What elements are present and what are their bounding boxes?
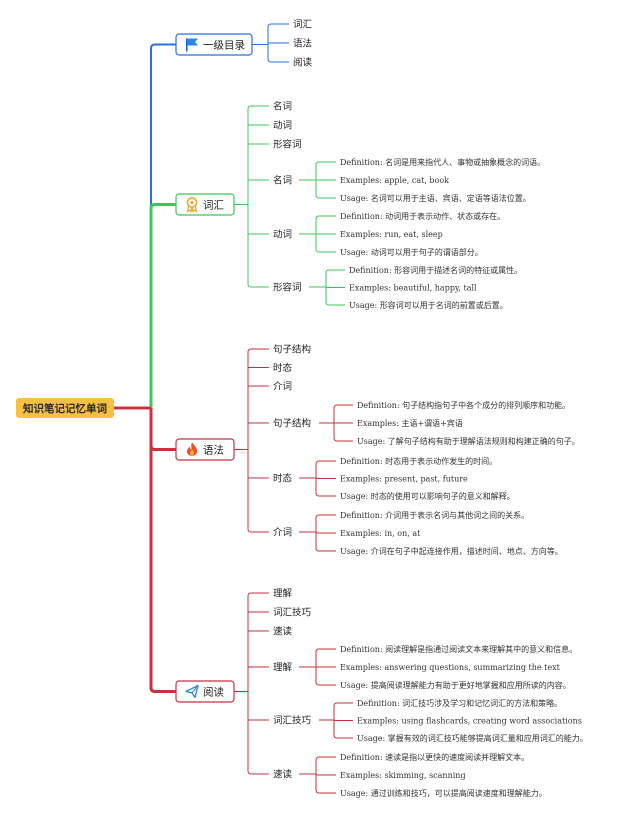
detail-line: Examples: using flashcards, creating wor…: [357, 717, 582, 726]
child-node[interactable]: 名词: [273, 101, 292, 113]
child-node-label: 词汇: [293, 20, 313, 31]
child-node[interactable]: 介词: [273, 382, 292, 393]
detail-line: Examples: apple, cat, book: [340, 176, 449, 185]
detail-line: Usage: 介词在句子中起连接作用，描述时间、地点、方向等。: [340, 546, 563, 556]
detail-group-label: 理解: [273, 662, 293, 674]
detail-group-label: 句子结构: [273, 418, 311, 430]
detail-group-label: 词汇技巧: [273, 715, 312, 727]
detail-line: Usage: 时态的使用可以影响句子的意义和解释。: [340, 491, 515, 501]
child-node[interactable]: 语法: [293, 38, 312, 50]
child-node-label: 动词: [273, 121, 292, 132]
child-node-label: 句子结构: [273, 344, 311, 356]
detail-group[interactable]: 时态 Definition: 时态用于表示动作发生的时间。 Examples: pr…: [273, 456, 515, 501]
detail-group[interactable]: 动词 Definition: 动词用于表示动作、状态或存在。 Examples: r…: [273, 211, 505, 257]
detail-line: Examples: run, eat, sleep: [340, 230, 443, 239]
detail-group-label: 介词: [273, 528, 292, 539]
detail-line: Definition: 形容词用于描述名词的特征或属性。: [349, 265, 522, 275]
child-node[interactable]: 时态: [273, 362, 293, 374]
child-node-label: 名词: [273, 101, 292, 113]
flag-icon: [186, 38, 198, 52]
child-node[interactable]: 理解: [273, 588, 293, 600]
branch-node-label: 语法: [203, 444, 224, 457]
detail-line: Usage: 掌握有效的词汇技巧能够提高词汇量和应用词汇的能力。: [357, 733, 588, 743]
detail-group[interactable]: 介词 Definition: 介词用于表示名词与其他词之间的关系。 Examples…: [273, 510, 563, 556]
detail-line: Definition: 名词是用来指代人、事物或抽象概念的词语。: [340, 157, 545, 167]
detail-group[interactable]: 速读 Definition: 速读是指以更快的速度阅读并理解文本。 Examples…: [273, 752, 547, 798]
branch-node-reading[interactable]: 阅读: [175, 680, 235, 703]
child-node[interactable]: 形容词: [273, 139, 302, 151]
branch-node-grammar[interactable]: 语法: [175, 438, 235, 461]
detail-group-label: 名词: [273, 175, 292, 187]
detail-line: Definition: 动词用于表示动作、状态或存在。: [340, 211, 505, 221]
detail-line: Examples: answering questions, summarizi…: [340, 663, 561, 672]
detail-group-label: 动词: [273, 230, 292, 241]
root-node-box: [16, 398, 114, 418]
child-node-label: 词汇技巧: [273, 607, 312, 619]
detail-line: Definition: 词汇技巧涉及学习和记忆词汇的方法和策略。: [357, 698, 562, 708]
detail-line: Usage: 通过训练和技巧，可以提高阅读速度和理解能力。: [340, 788, 547, 798]
branch-node-label: 词汇: [203, 199, 224, 212]
detail-line: Usage: 提高阅读理解能力有助于更好地掌握和应用所读的内容。: [340, 680, 571, 690]
child-node[interactable]: 句子结构: [273, 344, 311, 356]
send-icon: [185, 684, 199, 699]
detail-line: Examples: skimming, scanning: [340, 771, 466, 780]
root-node[interactable]: 知识笔记记忆单词: [16, 398, 114, 418]
detail-group[interactable]: 名词 Definition: 名词是用来指代人、事物或抽象概念的词语。 Exampl…: [273, 157, 545, 203]
detail-line: Examples: 主语+谓语+宾语: [357, 418, 463, 428]
connector-lines: [114, 23, 353, 794]
child-node-label: 形容词: [273, 139, 302, 151]
detail-line: Definition: 时态用于表示动作发生的时间。: [340, 456, 497, 466]
child-node[interactable]: 词汇: [293, 20, 313, 31]
detail-group[interactable]: 形容词 Definition: 形容词用于描述名词的特征或属性。 Examples:…: [273, 265, 522, 310]
detail-group-label: 时态: [273, 473, 293, 485]
detail-group[interactable]: 理解 Definition: 阅读理解是指通过阅读文本来理解其中的意义和信息。 Ex…: [273, 644, 577, 690]
detail-line: Definition: 速读是指以更快的速度阅读并理解文本。: [340, 752, 529, 762]
detail-line: Usage: 名词可以用于主语、宾语、定语等语法位置。: [340, 193, 531, 203]
detail-group[interactable]: 词汇技巧 Definition: 词汇技巧涉及学习和记忆词汇的方法和策略。 Exam…: [273, 698, 588, 743]
detail-line: Examples: beautiful, happy, tall: [349, 284, 477, 293]
child-node-label: 语法: [293, 38, 312, 50]
node-layer: 知识笔记记忆单词一级目录词汇语法阅读词汇名词动词形容词名词Definition:…: [16, 20, 588, 798]
detail-group-label: 速读: [273, 769, 293, 781]
child-node-label: 时态: [273, 362, 293, 374]
detail-group-label: 形容词: [273, 282, 302, 294]
ribbon-icon: [186, 197, 198, 214]
branch-node-label: 一级目录: [203, 40, 245, 52]
child-node[interactable]: 阅读: [293, 57, 313, 69]
detail-line: Usage: 形容词可以用于名词的前置或后置。: [349, 300, 508, 310]
child-node[interactable]: 动词: [273, 121, 292, 132]
child-node[interactable]: 词汇技巧: [273, 607, 312, 619]
detail-line: Examples: present, past, future: [340, 475, 468, 484]
detail-line: Usage: 了解句子结构有助于理解语法规则和构建正确的句子。: [357, 436, 580, 446]
branch-node-vocab[interactable]: 词汇: [175, 193, 235, 216]
child-node-label: 理解: [273, 588, 293, 600]
detail-line: Definition: 阅读理解是指通过阅读文本来理解其中的意义和信息。: [340, 644, 577, 654]
detail-line: Examples: in, on, at: [340, 529, 421, 538]
child-node-label: 介词: [273, 382, 292, 393]
detail-line: Definition: 句子结构指句子中各个成分的排列顺序和功能。: [357, 400, 570, 410]
detail-line: Usage: 动词可以用于句子的谓语部分。: [340, 247, 483, 257]
child-node[interactable]: 速读: [273, 626, 293, 638]
branch-node-label: 阅读: [203, 686, 224, 699]
root-node-label: 知识笔记记忆单词: [23, 402, 107, 415]
child-node-label: 阅读: [293, 57, 313, 69]
fire-icon: [186, 442, 198, 456]
detail-line: Definition: 介词用于表示名词与其他词之间的关系。: [340, 510, 529, 520]
branch-node-box: [175, 680, 235, 703]
child-node-label: 速读: [273, 626, 293, 638]
branch-node-catalog[interactable]: 一级目录: [175, 33, 253, 56]
detail-group[interactable]: 句子结构 Definition: 句子结构指句子中各个成分的排列顺序和功能。 Exa…: [273, 400, 580, 446]
